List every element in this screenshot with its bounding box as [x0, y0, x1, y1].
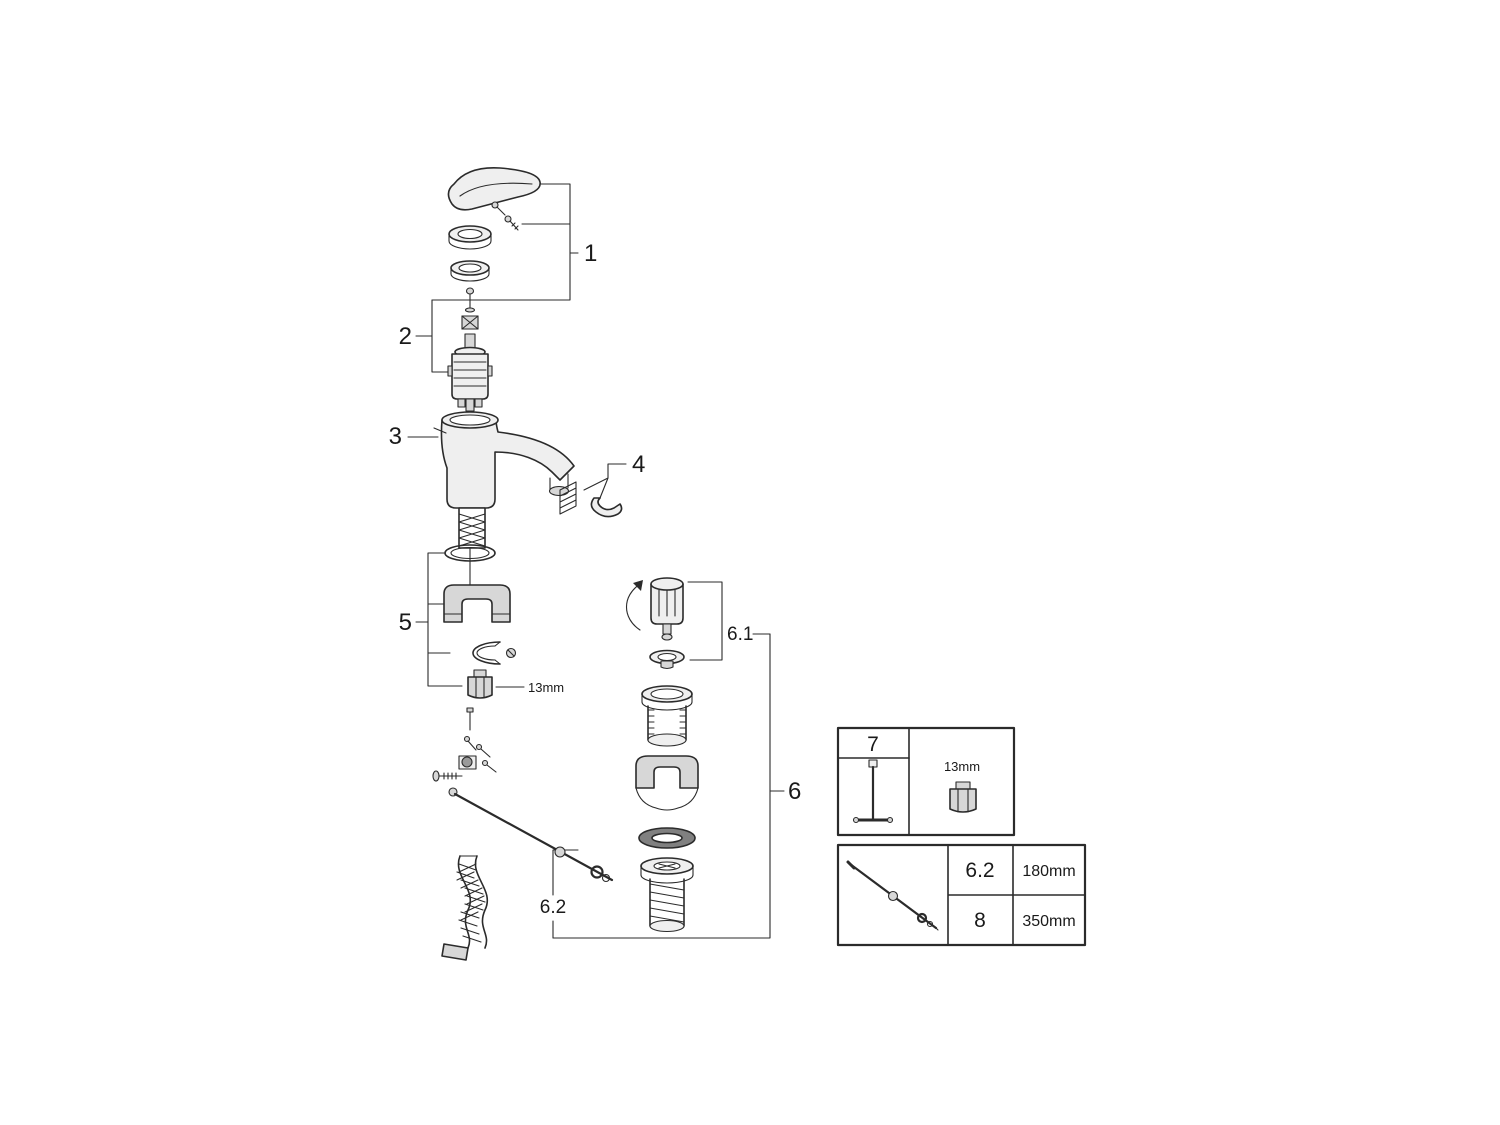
callout-labels: 1 2 3 4 5 6 6.1 6.2 13mm: [389, 240, 802, 918]
c-washer: [472, 641, 517, 665]
cartridge-nut: [461, 315, 479, 330]
callout-3: 3: [389, 423, 402, 450]
drain-flange: [641, 685, 693, 747]
drain-plug: [650, 577, 684, 641]
pop-up-rod: [448, 787, 614, 883]
spray-clip: [590, 497, 623, 518]
callout-lines: [407, 183, 785, 939]
drain-gasket: [638, 827, 696, 849]
callout-6: 6: [788, 778, 801, 805]
rod-row2-length: 350mm: [1022, 913, 1075, 930]
rod-legend-box: 6.2 180mm 8 350mm: [836, 843, 1087, 947]
drain-clamp: [635, 755, 699, 811]
callout-5: 5: [399, 609, 412, 636]
base-o-ring: [444, 544, 496, 562]
mounting-nut: [467, 669, 493, 699]
escutcheon-ring: [450, 260, 490, 282]
spray-spring: [559, 481, 577, 515]
cartridge: [447, 333, 493, 412]
handle-screw: [491, 201, 519, 231]
plug-seat-ring: [649, 649, 685, 670]
nut-size-label: 13mm: [528, 680, 564, 695]
rod-row1-part: 6.2: [965, 859, 994, 882]
tool-part-number: 7: [867, 733, 879, 756]
faucet-body: [433, 411, 575, 509]
rotate-arrow: [626, 580, 643, 631]
hex-key-tool-icon: [852, 759, 894, 824]
dome-cap-ring: [448, 225, 492, 250]
callout-1: 1: [584, 240, 597, 267]
mounting-bracket: [443, 584, 511, 623]
lever-handle: [447, 167, 541, 211]
threaded-shank: [458, 507, 486, 587]
callout-4: 4: [632, 451, 645, 478]
tool-legend-box: 7 13mm: [836, 726, 1016, 837]
callout-6-1: 6.1: [727, 624, 753, 645]
linkage-pin: [466, 707, 474, 731]
cartridge-screw: [464, 287, 476, 313]
rod-icon: [846, 860, 939, 931]
tool-size-label: 13mm: [944, 759, 980, 774]
drain-tailpiece: [640, 857, 694, 933]
braided-hose: [441, 855, 488, 961]
pivot-assembly: [432, 735, 497, 782]
rod-row2-part: 8: [974, 909, 986, 932]
socket-nut-icon: [949, 781, 977, 813]
callout-2: 2: [399, 323, 412, 350]
rod-row1-length: 180mm: [1022, 863, 1075, 880]
callout-6-2: 6.2: [540, 897, 566, 918]
